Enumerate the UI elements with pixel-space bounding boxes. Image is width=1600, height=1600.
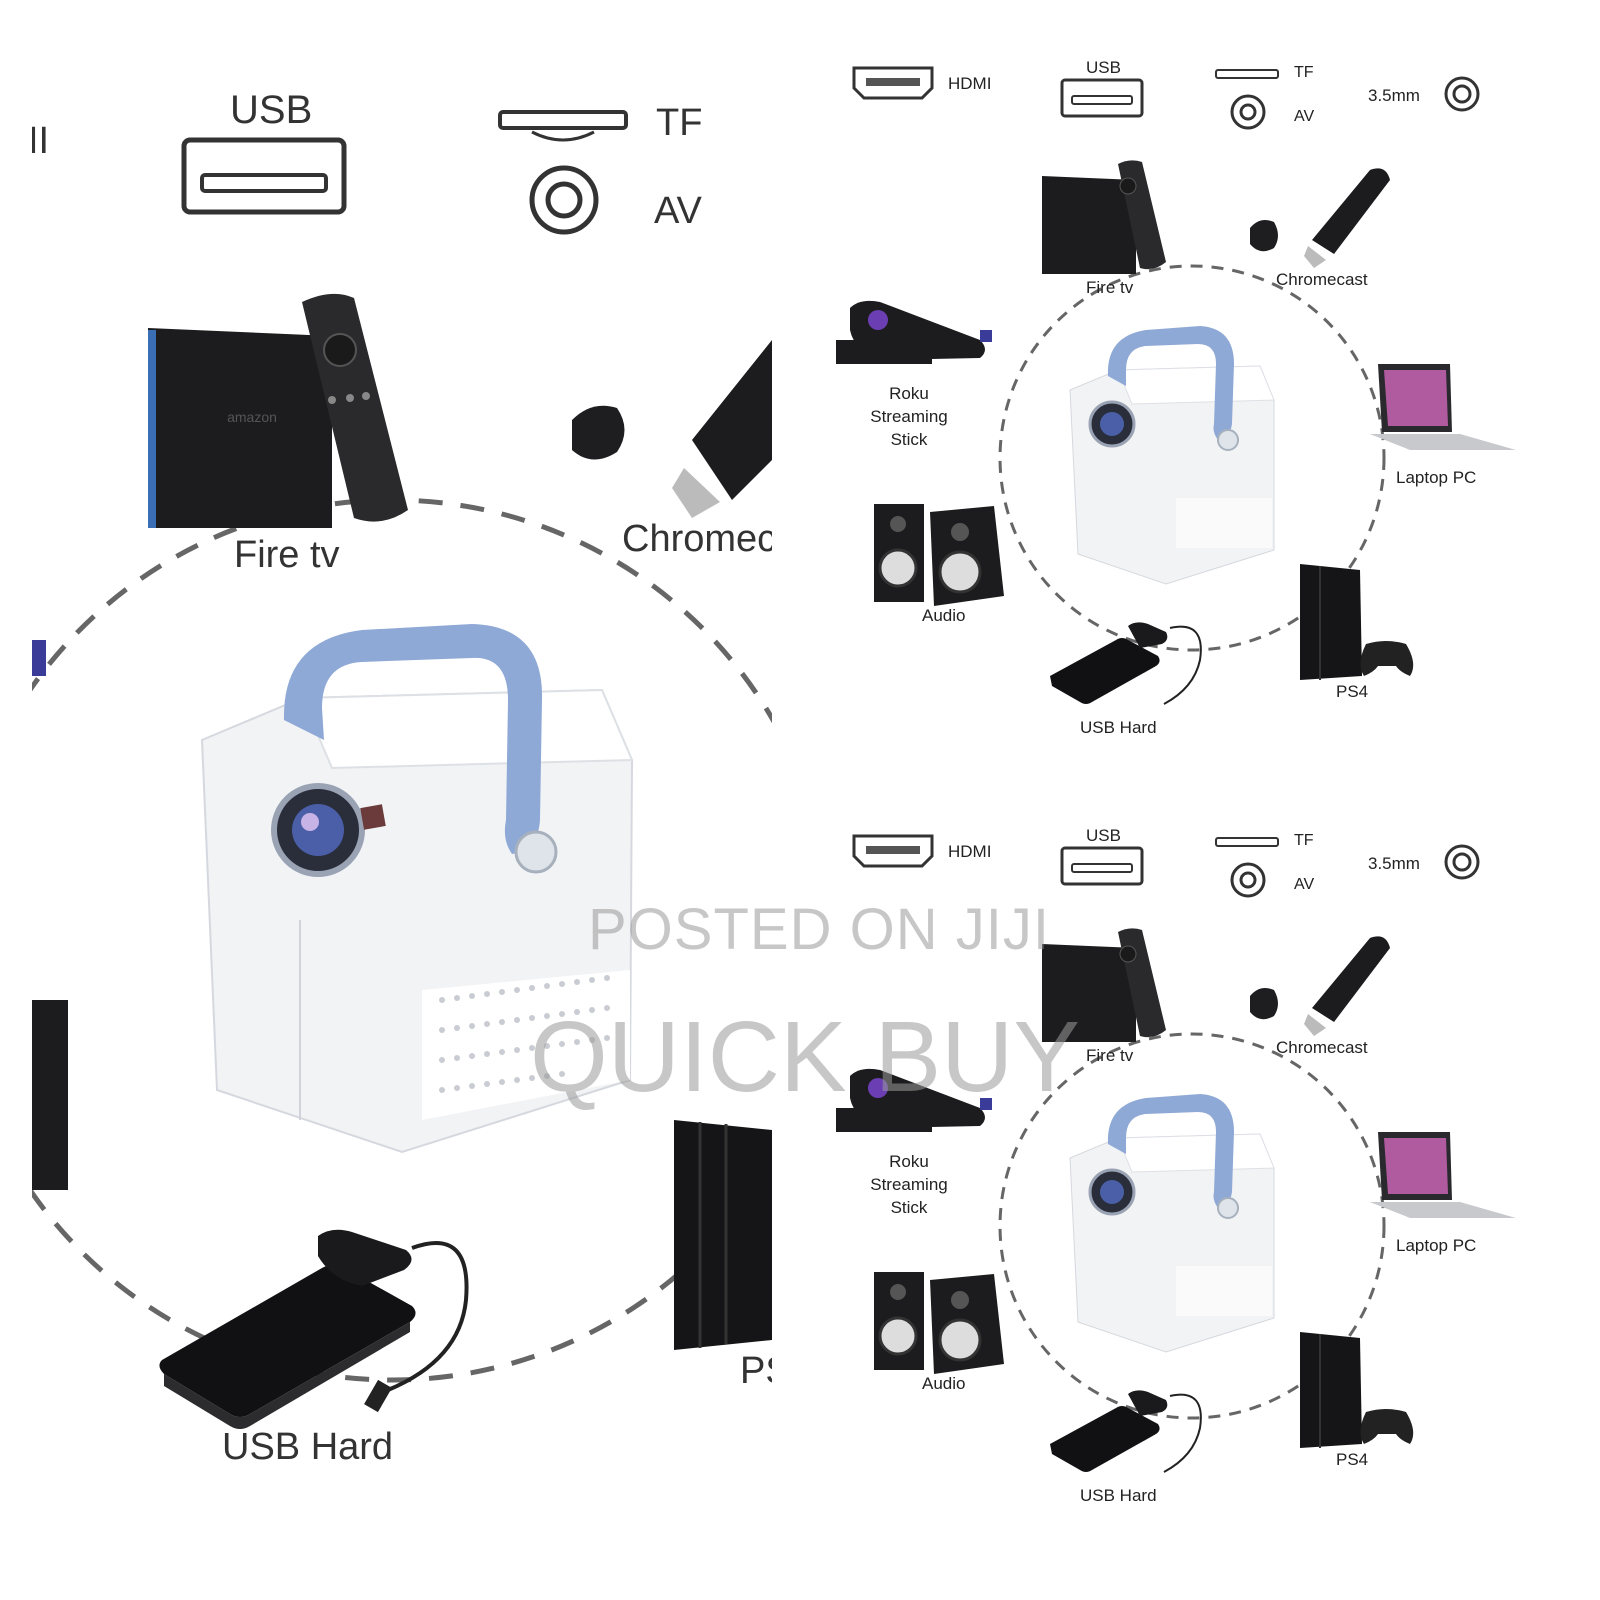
- ps4-label: PS4: [1336, 1450, 1369, 1469]
- speakers-device: [874, 1272, 1004, 1374]
- zoomed-illustration: amazon: [32, 110, 772, 1429]
- usb-hard-label: USB Hard: [222, 1426, 394, 1468]
- fire-tv-device: [1042, 160, 1166, 274]
- ps4-console-partial: [674, 1120, 772, 1350]
- usb-label: USB: [1086, 58, 1121, 77]
- audio-label: Audio: [922, 1374, 966, 1393]
- diagram-illustration-top: [836, 66, 1516, 705]
- chromecast-label: Chromecast: [1276, 1038, 1368, 1057]
- diagram-panel-top: HDMI USB TF AV 3.5mm Fire tv Chromecast …: [830, 40, 1570, 780]
- audio-label: Audio: [922, 606, 966, 625]
- hdmi-port-icon: [852, 66, 934, 100]
- laptop-device: [1370, 364, 1516, 450]
- ps4-label: PS4: [1336, 682, 1369, 701]
- tf-slot-icon: [498, 110, 628, 142]
- chromecast-device: [572, 340, 772, 518]
- tf-label: TF: [656, 102, 703, 144]
- av-label: AV: [1294, 876, 1315, 893]
- chromecast-device: [1250, 168, 1390, 268]
- diagram-panel-bottom: HDMI USB TF AV 3.5mm Fire tv Chromecast …: [830, 808, 1570, 1548]
- fire-tv-device: amazon: [148, 293, 408, 528]
- usb-hard-label: USB Hard: [1080, 718, 1157, 737]
- tf-slot-icon: [1215, 69, 1279, 79]
- jack-label: 3.5mm: [1368, 86, 1420, 105]
- roku-label: Roku Streaming Stick: [870, 1152, 948, 1217]
- roku-label: Roku Streaming Stick: [870, 384, 948, 449]
- fire-tv-device: [1042, 928, 1166, 1042]
- zoomed-panel: amazon: [32, 40, 772, 1520]
- diagram-illustration-bottom: [836, 834, 1516, 1473]
- tf-label: TF: [1294, 832, 1314, 849]
- chromecast-label: Chromecast: [1276, 270, 1368, 289]
- av-jack-icon: [1230, 94, 1266, 130]
- chromecast-device: [1250, 936, 1390, 1036]
- tf-label: TF: [1294, 64, 1314, 81]
- ps4-console: [1300, 564, 1414, 680]
- usb-port-icon: [181, 137, 347, 215]
- projector-device: [1069, 326, 1275, 585]
- usb-hard-drive: [159, 1229, 469, 1429]
- roku-stick-partial: [32, 640, 46, 676]
- projector-device: [1069, 1094, 1275, 1353]
- speaker-partial: [32, 1000, 68, 1190]
- roku-stick-device: [836, 300, 992, 364]
- hdmi-label: HDMI: [948, 74, 992, 93]
- hdmi-port-icon: [852, 834, 934, 868]
- usb-port-icon: [1060, 78, 1144, 118]
- roku-stick-device: [836, 1068, 992, 1132]
- ps4-label-partial: PS: [740, 1350, 772, 1392]
- projector-device: [200, 624, 634, 1154]
- speakers-device: [874, 504, 1004, 606]
- av-jack-icon: [529, 165, 599, 235]
- tf-slot-icon: [1215, 837, 1279, 847]
- av-jack-icon: [1230, 862, 1266, 898]
- usb-label: USB: [230, 88, 313, 132]
- hdmi-label: HDMI: [948, 842, 992, 861]
- laptop-label: Laptop PC: [1396, 1236, 1477, 1255]
- laptop-device: [1370, 1132, 1516, 1218]
- chromecast-label: Chromec: [622, 518, 772, 560]
- svg-text:amazon: amazon: [227, 409, 277, 425]
- usb-hard-label: USB Hard: [1080, 1486, 1157, 1505]
- fire-tv-label: Fire tv: [1086, 278, 1134, 297]
- av-label: AV: [654, 190, 702, 232]
- fire-tv-label: Fire tv: [1086, 1046, 1134, 1065]
- laptop-label: Laptop PC: [1396, 468, 1477, 487]
- usb-hard-drive: [1050, 1390, 1202, 1473]
- usb-hard-drive: [1050, 622, 1202, 705]
- fire-tv-label: Fire tv: [234, 534, 340, 576]
- usb-label: USB: [1086, 826, 1121, 845]
- hdmi-label-partial: II: [32, 120, 50, 162]
- jack-label: 3.5mm: [1368, 854, 1420, 873]
- audio-jack-icon: [1444, 844, 1480, 880]
- av-label: AV: [1294, 108, 1315, 125]
- ps4-console: [1300, 1332, 1414, 1448]
- usb-port-icon: [1060, 846, 1144, 886]
- audio-jack-icon: [1444, 76, 1480, 112]
